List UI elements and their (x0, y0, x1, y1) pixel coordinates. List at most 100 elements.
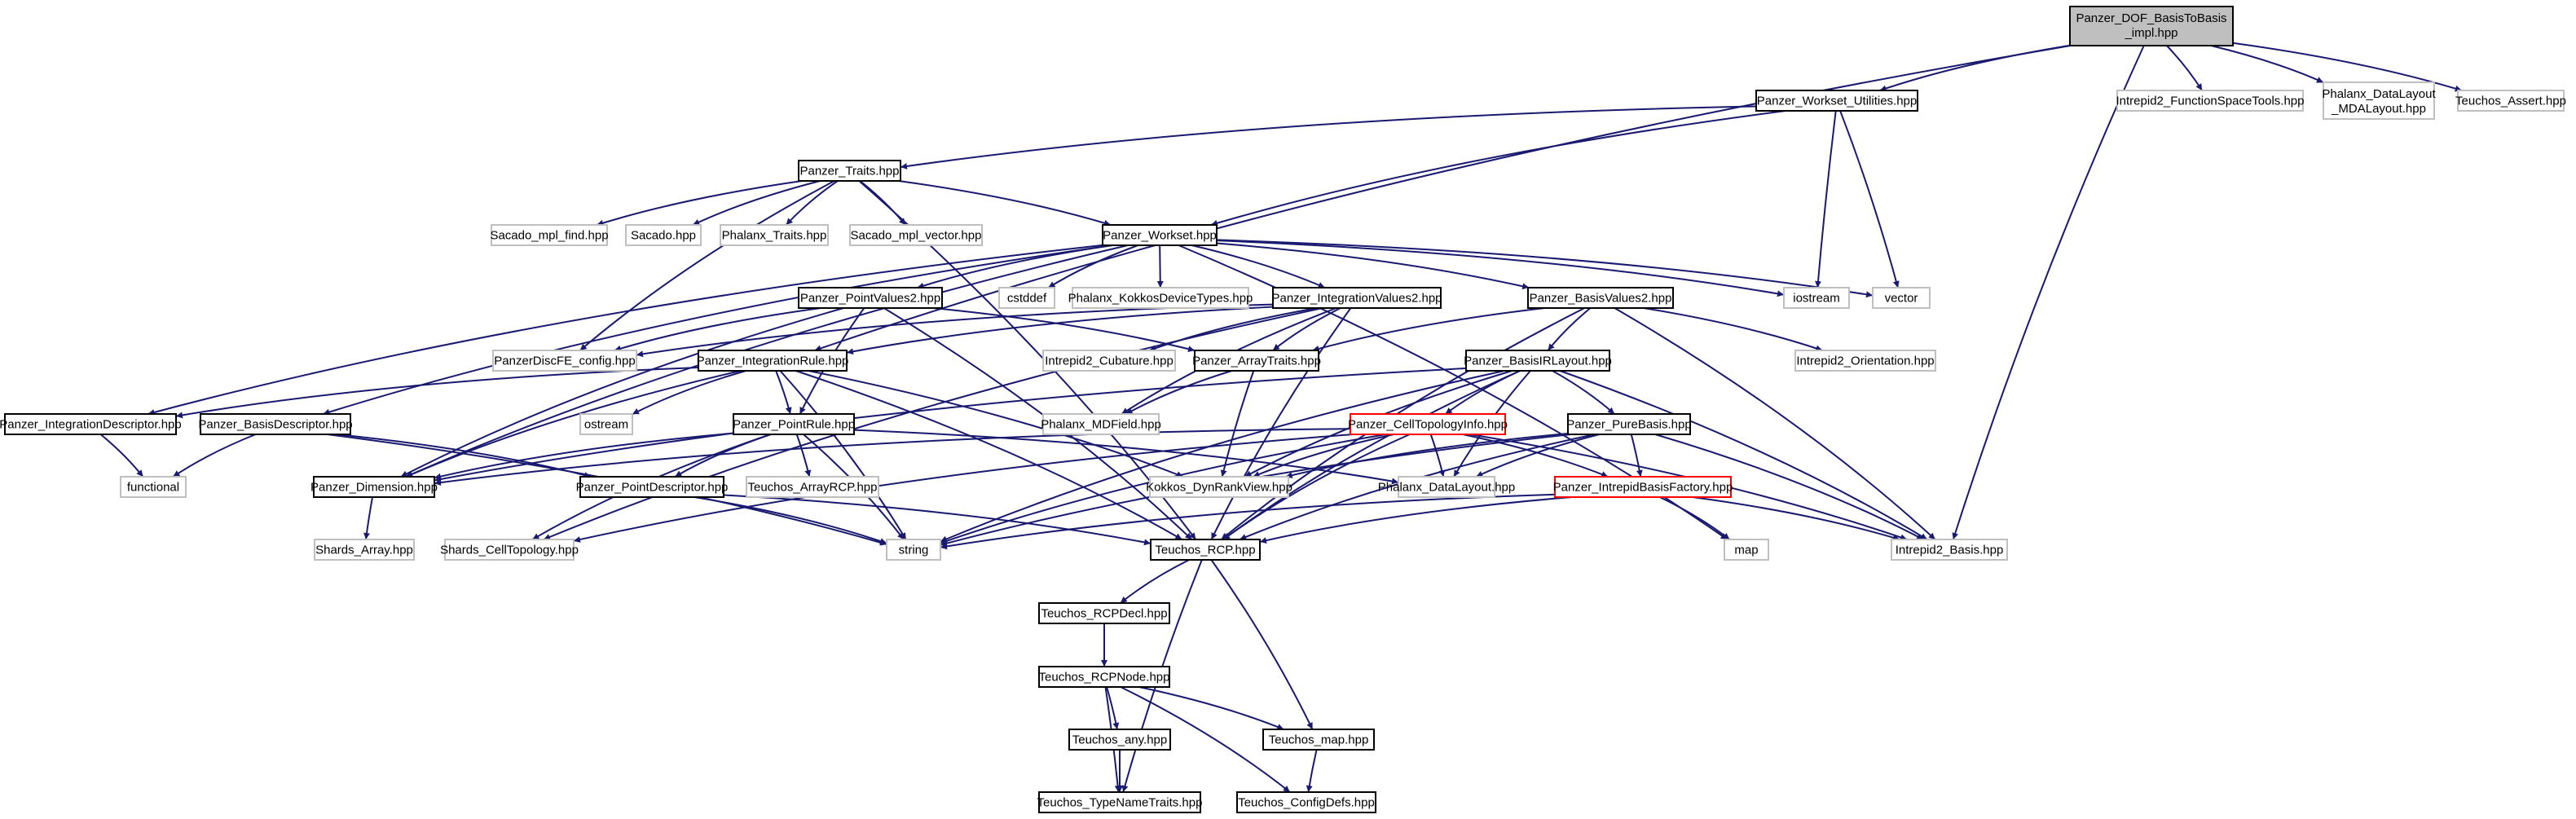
node-box (4, 413, 177, 435)
edge-n_ir-to-n_pr (775, 370, 792, 415)
graph-node-sct[interactable]: Shards_CellTopology.hpp (440, 539, 579, 561)
node-box (1038, 666, 1170, 688)
edge-n_rcpn-to-n_cd (1120, 686, 1291, 793)
graph-node-tmap[interactable]: Teuchos_map.hpp (1262, 729, 1375, 751)
edge-n_tmap-to-n_cd (1306, 749, 1318, 793)
graph-node-icub[interactable]: Intrepid2_Cubature.hpp (1042, 350, 1176, 372)
node-label: Kokkos_DynRankView.hpp (1146, 481, 1292, 495)
graph-node-fst[interactable]: Intrepid2_FunctionSpaceTools.hpp (2116, 90, 2305, 112)
graph-node-ior[interactable]: Intrepid2_Orientation.hpp (1794, 350, 1936, 372)
edge-n_iv2-to-n_sct (543, 307, 1323, 540)
edge-n_birl-to-n_str (940, 370, 1504, 543)
edge-n_traits-to-n_pdfe (579, 180, 835, 351)
graph-node-ibf[interactable]: Panzer_IntrepidBasisFactory.hpp (1553, 476, 1733, 498)
graph-node-traits[interactable]: Panzer_Traits.hpp (798, 160, 901, 182)
edge-n_traits-to-n_sac (692, 180, 821, 226)
node-box (1038, 602, 1170, 624)
node-label: Shards_CellTopology.hpp (440, 544, 579, 557)
node-label: _MDALayout.hpp (2331, 102, 2426, 116)
graph-node-str[interactable]: string (886, 539, 941, 561)
graph-node-sac[interactable]: Sacado.hpp (625, 224, 702, 246)
graph-node-fun[interactable]: functional (120, 476, 187, 498)
graph-node-cd[interactable]: Teuchos_ConfigDefs.hpp (1236, 791, 1376, 813)
graph-node-sa[interactable]: Shards_Array.hpp (314, 539, 415, 561)
graph-node-rcpd[interactable]: Teuchos_RCPDecl.hpp (1038, 602, 1170, 624)
graph-node-rcpn[interactable]: Teuchos_RCPNode.hpp (1038, 666, 1170, 688)
node-label: Shards_Array.hpp (315, 544, 413, 557)
graph-node-ws[interactable]: Panzer_Workset.hpp (1102, 224, 1218, 246)
graph-node-wu[interactable]: Panzer_Workset_Utilities.hpp (1755, 90, 1918, 112)
node-label: Teuchos_map.hpp (1269, 733, 1369, 747)
edge-n_cti-to-n_dim (434, 428, 1351, 487)
graph-node-any[interactable]: Teuchos_any.hpp (1068, 729, 1171, 751)
graph-node-pkdt[interactable]: Phalanx_KokkosDeviceTypes.hpp (1068, 287, 1253, 309)
node-box (798, 287, 943, 309)
node-label: iostream (1793, 292, 1840, 306)
edge-n_bv2-to-n_ib (1614, 307, 1936, 540)
graph-node-tnt[interactable]: Teuchos_TypeNameTraits.hpp (1037, 791, 1203, 813)
edge-n_ws-to-n_cst (1047, 244, 1138, 288)
graph-node-tarcp[interactable]: Teuchos_ArrayRCP.hpp (746, 476, 879, 498)
node-box (313, 476, 435, 498)
graph-node-iv2[interactable]: Panzer_IntegrationValues2.hpp (1271, 287, 1442, 309)
graph-node-kdrv[interactable]: Kokkos_DynRankView.hpp (1146, 476, 1292, 498)
node-label: Teuchos_RCP.hpp (1155, 544, 1255, 557)
edge-n_pb-to-n_ibf (1630, 434, 1643, 478)
graph-node-pdfe[interactable]: PanzerDiscFE_config.hpp (492, 350, 637, 372)
graph-node-pr[interactable]: Panzer_PointRule.hpp (733, 413, 855, 435)
node-box (1042, 413, 1160, 435)
edge-n_ir-to-n_ost (632, 370, 746, 416)
node-label: Panzer_IntegrationRule.hpp (697, 354, 849, 368)
graph-node-id[interactable]: Panzer_IntegrationDescriptor.hpp (0, 413, 182, 435)
graph-node-bd[interactable]: Panzer_BasisDescriptor.hpp (198, 413, 353, 435)
edge-n_ws-to-n_vec (1216, 239, 1874, 298)
node-box (1038, 791, 1201, 813)
graph-node-bv2[interactable]: Panzer_BasisValues2.hpp (1527, 287, 1674, 309)
edge-n_traits-to-n_smf (597, 180, 803, 227)
graph-node-pht[interactable]: Phalanx_Traits.hpp (720, 224, 829, 246)
graph-node-mdl[interactable]: Phalanx_DataLayout_MDALayout.hpp (2322, 81, 2436, 120)
graph-node-pb[interactable]: Panzer_PureBasis.hpp (1566, 413, 1692, 435)
edge-n_pr-to-n_pd (674, 434, 772, 478)
graph-node-pv2[interactable]: Panzer_PointValues2.hpp (798, 287, 943, 309)
graph-node-ost[interactable]: ostream (579, 413, 633, 435)
graph-node-pdl[interactable]: Phalanx_DataLayout.hpp (1378, 476, 1515, 498)
node-box (2116, 90, 2304, 112)
node-box (492, 350, 637, 372)
graph-node-smf[interactable]: Sacado_mpl_find.hpp (490, 224, 609, 246)
node-label: Panzer_IntegrationDescriptor.hpp (0, 418, 182, 432)
node-box (798, 160, 901, 182)
node-label: Teuchos_any.hpp (1072, 733, 1167, 747)
graph-node-cti[interactable]: Panzer_CellTopologyInfo.hpp (1348, 413, 1508, 435)
node-box (1891, 539, 2008, 561)
edge-n_pr-to-n_dim (434, 432, 734, 480)
graph-node-pmdf[interactable]: Phalanx_MDField.hpp (1041, 413, 1161, 435)
edge-n_ir-to-n_rcp (795, 370, 1182, 540)
node-box (1042, 350, 1176, 372)
graph-node-ta[interactable]: Teuchos_Assert.hpp (2455, 90, 2566, 112)
edge-n_iv2-to-n_ir (846, 306, 1274, 355)
node-box (1783, 287, 1850, 309)
edge-n_pd-to-n_rcp (723, 494, 1151, 546)
edge-n_ir-to-n_kdrv (808, 370, 1184, 478)
graph-node-dim[interactable]: Panzer_Dimension.hpp (310, 476, 438, 498)
graph-node-rcp[interactable]: Teuchos_RCP.hpp (1150, 539, 1261, 561)
graph-node-pd[interactable]: Panzer_PointDescriptor.hpp (576, 476, 729, 498)
graph-node-root[interactable]: Panzer_DOF_BasisToBasis_impl.hpp (2069, 6, 2234, 46)
graph-node-smv[interactable]: Sacado_mpl_vector.hpp (849, 224, 983, 246)
graph-node-ib[interactable]: Intrepid2_Basis.hpp (1891, 539, 2008, 561)
node-box (1262, 729, 1375, 751)
node-box (120, 476, 187, 498)
node-label: Teuchos_RCPNode.hpp (1039, 671, 1170, 685)
node-box (1724, 539, 1769, 561)
graph-node-ir[interactable]: Panzer_IntegrationRule.hpp (697, 350, 849, 372)
graph-node-ios[interactable]: iostream (1783, 287, 1850, 309)
graph-node-cst[interactable]: cstddef (998, 287, 1055, 309)
graph-node-birl[interactable]: Panzer_BasisIRLayout.hpp (1464, 350, 1612, 372)
graph-node-vec[interactable]: vector (1872, 287, 1931, 309)
edge-n_cti-to-n_pdl (1429, 434, 1446, 478)
node-label: Panzer_IntegrationValues2.hpp (1271, 292, 1442, 306)
graph-node-map[interactable]: map (1724, 539, 1769, 561)
graph-node-at[interactable]: Panzer_ArrayTraits.hpp (1192, 350, 1321, 372)
